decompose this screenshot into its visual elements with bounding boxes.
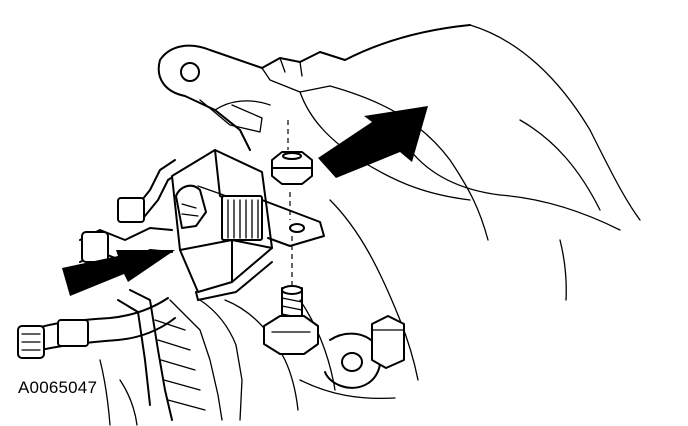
- callout-arrow-module: [62, 250, 175, 296]
- left-hoses-and-connectors: [17, 159, 181, 359]
- sensor-module: [171, 149, 325, 301]
- lower-right-bracket: [299, 315, 405, 400]
- figure-id-label: A0065047: [18, 378, 98, 397]
- upper-mounting-bracket: [157, 24, 471, 151]
- lower-engine-components: [99, 289, 243, 426]
- callout-arrow-nut: [318, 106, 428, 178]
- mounting-stud-and-nut: [263, 120, 319, 355]
